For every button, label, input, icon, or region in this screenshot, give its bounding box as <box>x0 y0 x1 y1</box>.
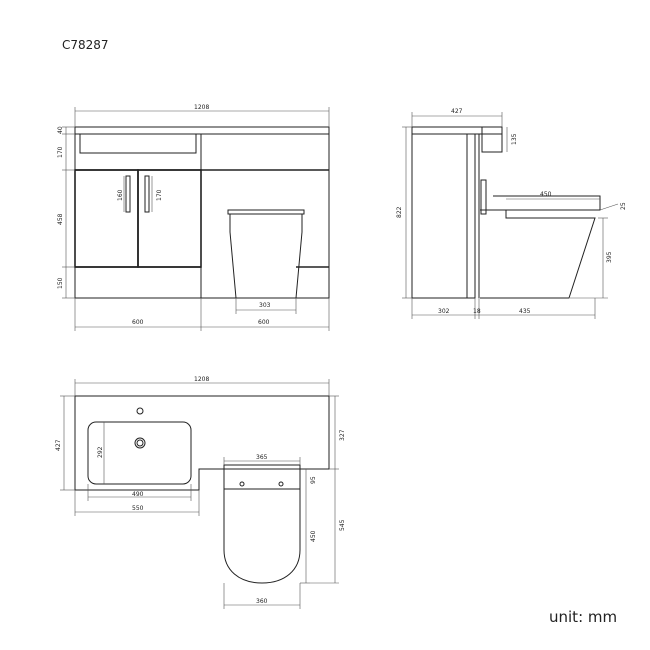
plan-basin-width-label: 490 <box>132 491 144 498</box>
plan-waste <box>134 437 146 449</box>
front-toilet-seat <box>227 209 305 215</box>
plan-view: 1208 427 292 327 490 550 365 95 <box>55 376 346 609</box>
side-overall-height-label: 822 <box>396 206 403 218</box>
unit-label: unit: mm <box>549 608 618 626</box>
side-cabinet-depth-label: 302 <box>438 308 450 315</box>
side-seat-thickness-label: 25 <box>620 202 627 210</box>
plan-pan-length-label: 450 <box>310 530 317 542</box>
front-overall-width-label: 1208 <box>194 104 209 111</box>
side-worktop <box>411 126 503 135</box>
plan-pan-top-width-label: 365 <box>256 454 268 461</box>
front-handle-left <box>125 175 131 213</box>
plan-depth-label: 427 <box>55 439 62 451</box>
front-door-right <box>137 169 202 268</box>
front-plinth-height-label: 150 <box>57 277 64 289</box>
side-pan-height-label: 395 <box>606 251 613 263</box>
plan-tap-hole <box>136 407 144 415</box>
plan-basin <box>87 421 192 485</box>
front-left-width-label: 600 <box>132 319 144 326</box>
side-cistern-height-label: 135 <box>511 133 518 145</box>
front-view: 1208 40 170 458 150 160 170 303 600 600 <box>57 104 330 331</box>
front-toilet-pan <box>229 214 303 299</box>
front-door-left <box>74 169 139 268</box>
front-basin-recess <box>79 134 197 154</box>
front-top-height-label: 40 <box>57 126 64 134</box>
product-code: C78287 <box>62 38 109 52</box>
front-worktop <box>74 126 330 135</box>
plan-pan-offset-label: 95 <box>310 476 317 484</box>
side-seat-length-label: 450 <box>540 191 552 198</box>
side-seat <box>493 195 601 211</box>
front-right-width-label: 600 <box>258 319 270 326</box>
front-handle-left-label: 160 <box>117 189 124 201</box>
plan-basin-outer-width-label: 550 <box>132 505 144 512</box>
plan-overall-projection-label: 545 <box>339 519 346 531</box>
plan-overall-width-label: 1208 <box>194 376 209 383</box>
front-door-height-label: 458 <box>57 213 64 225</box>
front-upper-height-label: 170 <box>57 146 64 158</box>
front-cabinet-outline <box>74 134 330 299</box>
side-view: 427 135 822 450 25 395 302 18 435 <box>396 108 627 319</box>
side-depth-label: 427 <box>451 108 463 115</box>
side-cabinet <box>411 134 476 299</box>
side-pan <box>480 209 596 299</box>
plan-outline <box>74 395 330 491</box>
front-handle-right-label: 170 <box>156 189 163 201</box>
plan-basin-depth-label: 292 <box>97 446 104 458</box>
side-gap-label: 18 <box>473 308 481 315</box>
plan-toilet-seat <box>223 464 301 584</box>
plan-right-depth-label: 327 <box>339 429 346 441</box>
side-handle <box>480 179 487 215</box>
side-pan-projection-label: 435 <box>519 308 531 315</box>
front-handle-right <box>144 175 150 213</box>
plan-pan-width-label: 360 <box>256 598 268 605</box>
side-cistern <box>481 126 503 153</box>
front-pan-width-label: 303 <box>259 302 271 309</box>
